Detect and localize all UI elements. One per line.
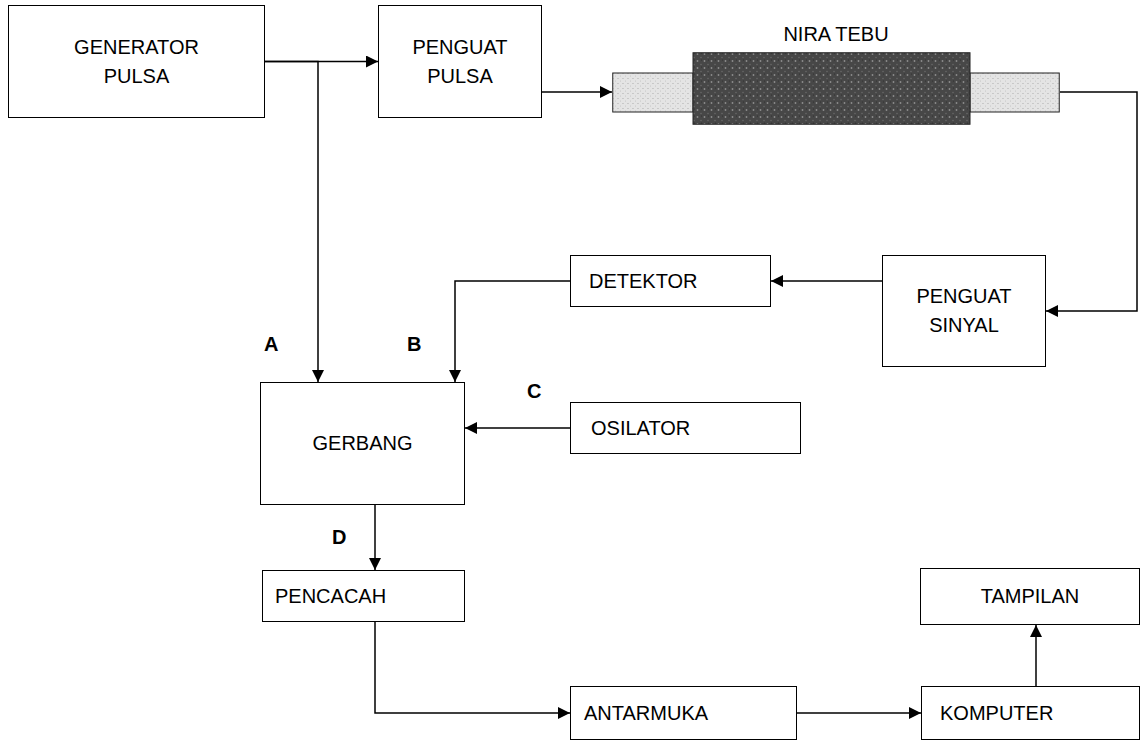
block-label: PENGUAT PULSA: [390, 33, 530, 91]
block-label: DETEKTOR: [589, 267, 698, 296]
sample-label: NIRA TEBU: [783, 20, 888, 49]
signal-arrow: [797, 712, 921, 714]
block-box: GENERATOR PULSA: [8, 5, 265, 118]
block-label: GENERATOR PULSA: [62, 33, 212, 91]
signal-arrow: [542, 91, 612, 93]
signal-label: C: [525, 380, 543, 402]
block-box: OSILATOR: [570, 402, 801, 454]
signal-label: B: [405, 333, 423, 355]
block-box: PENGUAT PULSA: [378, 5, 542, 118]
signal-arrow: [465, 427, 570, 429]
signal-arrow: [771, 280, 882, 282]
block-label: OSILATOR: [591, 414, 690, 443]
block-box: DETEKTOR: [570, 255, 771, 307]
signal-arrow: [375, 622, 570, 713]
block-box: PENGUAT SINYAL: [882, 255, 1046, 367]
block-box: GERBANG: [260, 382, 465, 505]
block-box: TAMPILAN: [920, 568, 1140, 625]
signal-arrow: [455, 281, 570, 382]
signal-arrow: [1035, 625, 1037, 686]
tube-end: [970, 73, 1059, 112]
block-box: ANTARMUKA: [570, 686, 797, 740]
block-box: PENCACAH: [262, 570, 465, 622]
signal-arrow: [374, 505, 376, 570]
sample-tube: NIRA TEBU: [612, 20, 1060, 128]
signal-label: D: [330, 526, 348, 548]
signal-label: A: [262, 333, 280, 355]
tube-end: [613, 73, 693, 112]
tube-body: [693, 53, 970, 125]
block-label: KOMPUTER: [940, 699, 1053, 728]
block-label: PENGUAT SINYAL: [894, 282, 1034, 340]
block-label: TAMPILAN: [981, 582, 1080, 611]
block-label: ANTARMUKA: [584, 699, 708, 728]
tube-illustration: [612, 52, 1060, 126]
block-label: GERBANG: [312, 429, 412, 458]
signal-arrow: [1046, 92, 1137, 311]
block-label: PENCACAH: [275, 582, 386, 611]
block-box: KOMPUTER: [921, 686, 1140, 740]
